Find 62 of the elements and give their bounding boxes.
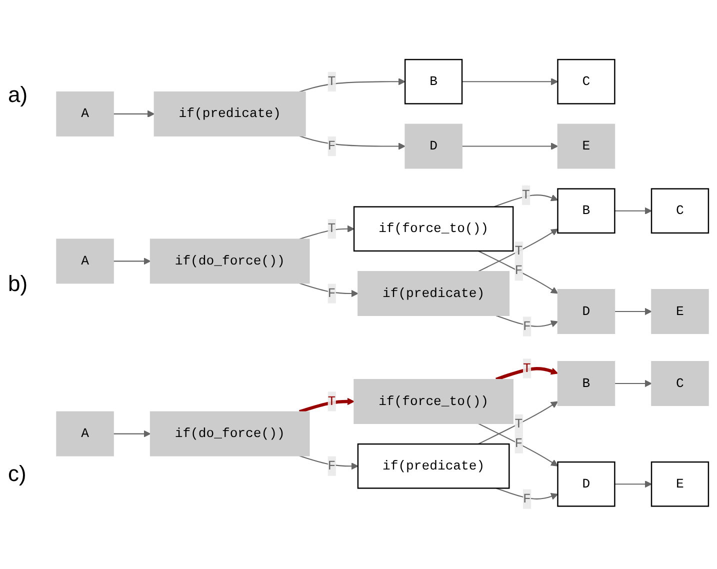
- node-box: if(predicate): [357, 444, 510, 490]
- node-box: B: [557, 361, 616, 406]
- node-box: D: [557, 289, 616, 334]
- panel-label: a): [8, 82, 29, 108]
- arrow: [478, 402, 558, 445]
- arrow: [299, 456, 358, 470]
- edge-label: F: [328, 286, 336, 302]
- arrow: [614, 480, 652, 488]
- arrow: [614, 308, 652, 316]
- edge-label: T: [514, 416, 523, 432]
- edge-label: F: [328, 459, 336, 474]
- edge-label: F: [328, 139, 336, 154]
- node-box: C: [650, 188, 710, 234]
- node-box: A: [56, 92, 114, 137]
- edge-label: T: [522, 188, 530, 203]
- node-box: A: [56, 412, 114, 457]
- arrow: [496, 488, 558, 500]
- node-box: D: [557, 462, 616, 508]
- edge-label: T: [514, 244, 523, 260]
- arrow: [298, 398, 354, 414]
- arrow: [614, 380, 652, 388]
- node-box: D: [404, 124, 462, 170]
- arrow: [496, 367, 558, 382]
- node-box: C: [651, 361, 709, 406]
- panel-label: b): [8, 271, 29, 298]
- edge-label: F: [514, 264, 523, 279]
- arrow: [114, 258, 151, 266]
- node-box: E: [651, 289, 709, 334]
- node-box: E: [650, 462, 710, 508]
- arrow: [299, 283, 358, 298]
- arrow: [114, 430, 151, 438]
- node-box: B: [557, 188, 616, 234]
- arrow: [494, 194, 558, 208]
- node-box: E: [557, 124, 616, 170]
- node-box: if(predicate): [358, 271, 510, 316]
- edge-label: F: [522, 492, 531, 507]
- node-box: B: [404, 59, 463, 105]
- arrow: [478, 423, 558, 467]
- arrow: [478, 228, 558, 272]
- node-box: if(do_force()): [150, 412, 310, 457]
- edge-label: T: [328, 394, 336, 410]
- node-box: if(force_to()): [353, 206, 514, 252]
- node-box: if(force_to()): [354, 379, 514, 424]
- panel-label: c): [8, 461, 28, 488]
- node-box: if(predicate): [154, 92, 306, 137]
- edge-label: T: [522, 361, 531, 376]
- edge-label: T: [328, 222, 336, 237]
- arrow: [478, 250, 558, 294]
- arrow: [614, 208, 652, 215]
- arrow: [299, 226, 354, 240]
- arrow: [114, 110, 155, 118]
- node-box: C: [557, 59, 616, 105]
- arrow: [496, 315, 558, 328]
- arrow: [462, 142, 558, 150]
- edge-label: F: [514, 436, 523, 452]
- arrow: [462, 78, 558, 86]
- edge-label: T: [328, 74, 336, 90]
- arrow: [299, 78, 406, 93]
- arrow: [299, 136, 406, 150]
- node-box: if(do_force()): [150, 238, 310, 284]
- edge-label: F: [522, 319, 531, 334]
- node-box: A: [56, 238, 114, 284]
